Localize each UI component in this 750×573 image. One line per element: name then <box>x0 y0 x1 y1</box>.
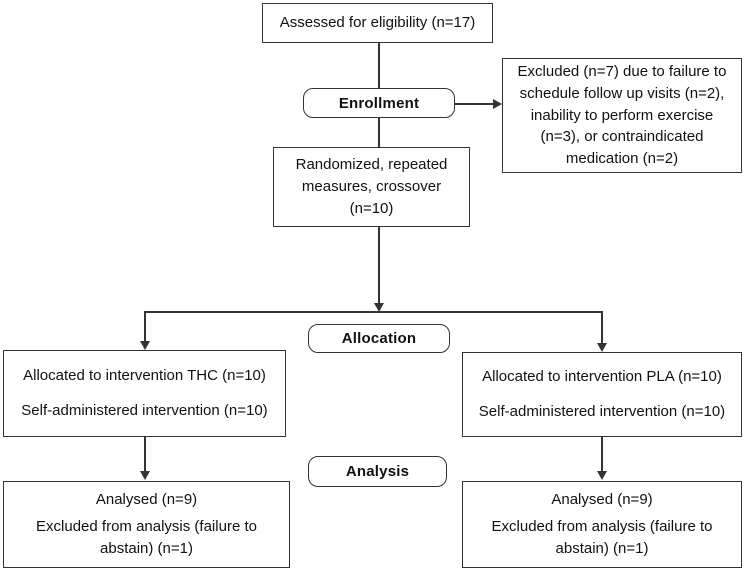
allocation-thc-line2: Self-administered intervention (n=10) <box>21 402 268 420</box>
connector-thc-to-analysis <box>144 437 146 472</box>
allocation-thc-line1: Allocated to intervention THC (n=10) <box>23 366 266 384</box>
analysis-thc-line2: Excluded from analysis (failure to absta… <box>36 518 257 557</box>
randomized-box: Randomized, repeated measures, crossover… <box>273 147 470 227</box>
analysis-pla-line1: Analysed (n=9) <box>551 491 653 509</box>
allocation-stage-label: Allocation <box>341 330 417 347</box>
allocation-pla-box: Allocated to intervention PLA (n=10) Sel… <box>462 352 742 437</box>
analysis-thc-box: Analysed (n=9) Excluded from analysis (f… <box>3 481 290 568</box>
connector-randomized-to-branch <box>378 227 380 304</box>
arrowhead-down-icon <box>597 343 607 352</box>
connector-assessed-to-enrollment <box>378 43 380 88</box>
analysis-stage-label: Analysis <box>345 463 410 480</box>
arrowhead-down-icon <box>597 471 607 480</box>
allocation-pla-line1: Allocated to intervention PLA (n=10) <box>482 368 722 386</box>
assessed-eligibility-text: Assessed for eligibility (n=17) <box>279 14 476 32</box>
arrowhead-right-icon <box>493 99 502 109</box>
connector-branch-to-thc <box>144 311 146 342</box>
analysis-stage-box: Analysis <box>308 456 447 487</box>
enrollment-stage-label: Enrollment <box>338 94 420 112</box>
analysis-pla-box: Analysed (n=9) Excluded from analysis (f… <box>462 481 742 568</box>
analysis-pla-line2: Excluded from analysis (failure to absta… <box>491 518 713 557</box>
arrowhead-down-icon <box>140 341 150 350</box>
randomized-text: Randomized, repeated measures, crossover… <box>295 156 448 217</box>
excluded-box: Excluded (n=7) due to failure to schedul… <box>502 58 742 173</box>
connector-branch-to-pla <box>601 311 603 344</box>
assessed-eligibility-box: Assessed for eligibility (n=17) <box>262 3 493 43</box>
arrowhead-down-icon <box>374 303 384 312</box>
enrollment-stage-box: Enrollment <box>303 88 455 118</box>
excluded-text: Excluded (n=7) due to failure to schedul… <box>517 63 727 168</box>
branch-horizontal-line <box>144 311 603 313</box>
arrowhead-down-icon <box>140 471 150 480</box>
allocation-pla-line2: Self-administered intervention (n=10) <box>478 403 726 421</box>
allocation-stage-box: Allocation <box>308 324 450 353</box>
connector-enrollment-to-excluded <box>455 103 494 105</box>
connector-enrollment-to-randomized <box>378 118 380 147</box>
analysis-thc-line1: Analysed (n=9) <box>95 491 198 509</box>
connector-pla-to-analysis <box>601 437 603 472</box>
allocation-thc-box: Allocated to intervention THC (n=10) Sel… <box>3 350 286 437</box>
